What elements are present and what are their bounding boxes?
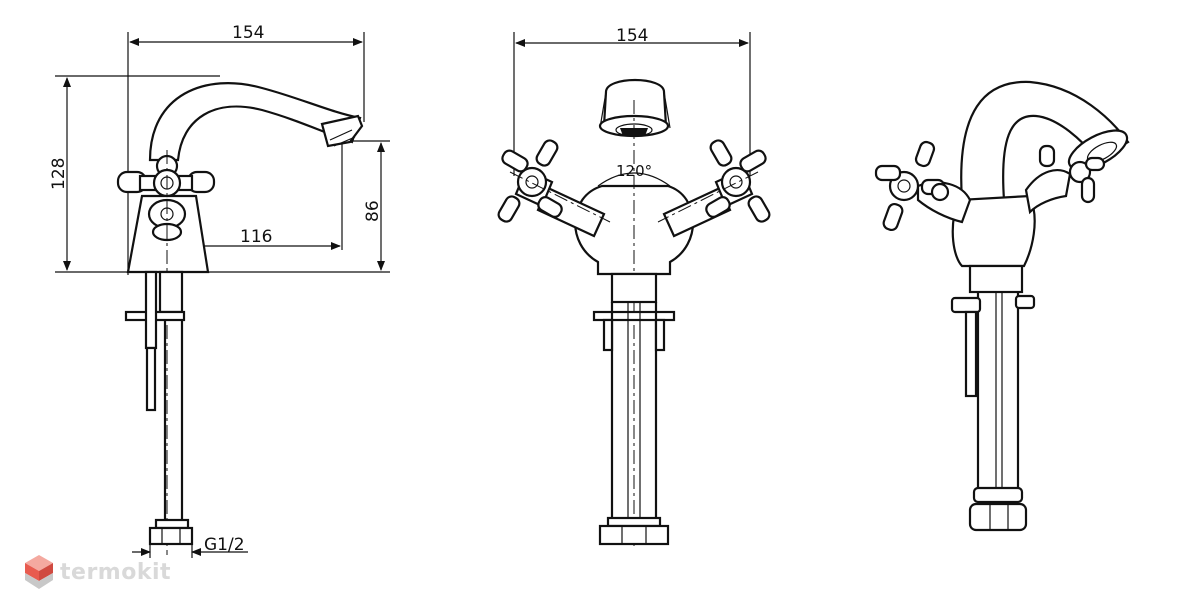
front-left-handle [497, 139, 611, 238]
dim-side-height: 128 [49, 158, 69, 190]
hexagon-logo-icon [25, 555, 53, 589]
front-supply-pipes [592, 272, 676, 546]
dim-thread: G1/2 [204, 535, 245, 555]
front-view: 154 120° [497, 26, 771, 546]
side-supply-pipe [124, 270, 194, 546]
side-view: 154 128 86 116 [49, 23, 390, 558]
perspective-view [874, 80, 1130, 532]
persp-supply-pipes [950, 264, 1036, 532]
brand-name: termokit [60, 559, 172, 585]
dim-reach: 116 [240, 227, 272, 247]
side-lift-rod [144, 270, 158, 412]
dim-spout-height: 86 [363, 200, 383, 222]
persp-right-handle [1024, 144, 1106, 215]
front-right-handle [657, 139, 771, 238]
dim-side-width: 154 [232, 23, 264, 43]
brand-watermark: termokit [24, 552, 171, 592]
persp-body [951, 194, 1036, 268]
persp-left-handle [874, 140, 972, 232]
front-spout [602, 78, 668, 128]
dim-front-width: 154 [616, 26, 648, 46]
angle-arc [597, 172, 671, 187]
